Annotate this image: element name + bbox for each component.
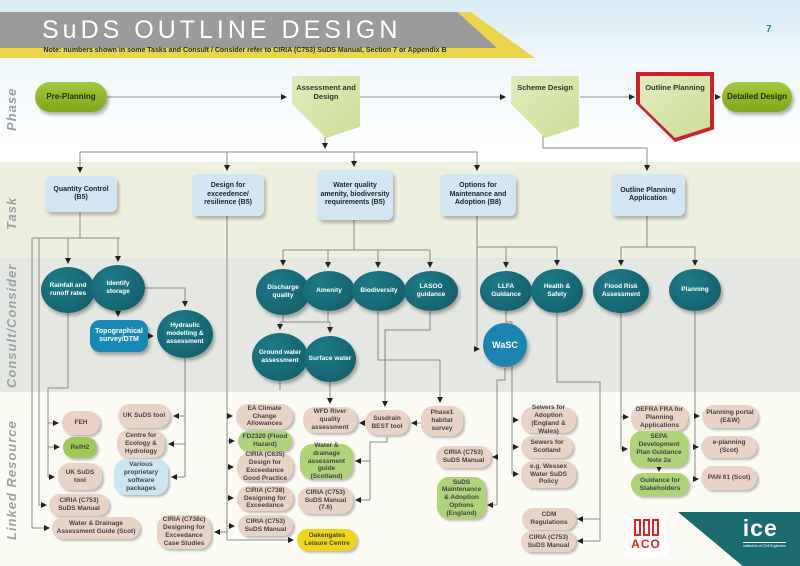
resource-wfd-river-quality: WFD River quality assessment bbox=[303, 407, 357, 433]
phase-pre-planning: Pre-Planning bbox=[35, 82, 107, 112]
header-note: Note: numbers shown in some Tasks and Co… bbox=[43, 47, 447, 54]
consult-hydraulic-modelling: Hydraulic modelling & assessment bbox=[157, 310, 213, 358]
resource-cdm-regulations: CDM Regulations bbox=[522, 508, 576, 530]
ice-logo-subtext: Institution of Civil Engineers bbox=[742, 544, 786, 548]
row-label-task: Task bbox=[4, 196, 19, 230]
resource-water-drainage-scotland: Water & drainage assessment guide (Scotl… bbox=[300, 442, 353, 480]
resource-uk-suds-tool-a: UK SuDS tool bbox=[58, 463, 102, 490]
resource-sewers-for-adoption: Sewers for Adoption (England & Wales) bbox=[521, 404, 576, 435]
resource-suds-maintenance-adoption: SuDS Maintenance & Adoption Options (Eng… bbox=[437, 477, 486, 519]
aco-logo-bars bbox=[633, 519, 659, 536]
consult-wasc: WaSC bbox=[483, 323, 527, 367]
resource-ciria-c753-a: CIRIA (C753) SuDS Manual bbox=[49, 494, 109, 516]
resource-ciria-c635: CIRIA (C635) Design for Exceedance Good … bbox=[237, 451, 293, 482]
phase-scheme-design: Scheme Design bbox=[511, 76, 579, 138]
task-design-exceedence: Design for exceedence/ resilience (B5) bbox=[192, 174, 264, 216]
resource-phase1-habitat-survey: Phase1 habitat survey bbox=[421, 406, 463, 436]
resource-proprietary-software: Various proprietary software packages bbox=[114, 459, 168, 495]
phase-assessment-design: Assessment and Design bbox=[292, 76, 360, 138]
task-outline-planning-application: Outline Planning Application bbox=[611, 174, 685, 216]
page-number: 7 bbox=[766, 24, 772, 35]
phase-outline-planning: Outline Planning bbox=[640, 76, 710, 138]
row-label-consult: Consult/Consider bbox=[4, 263, 19, 388]
resource-sepa-guidance-note-2a: SEPA Development Plan Guidance Note 2a bbox=[630, 431, 688, 467]
consult-surface-water: Surface water bbox=[304, 336, 356, 382]
consult-planning: Planning bbox=[669, 269, 721, 311]
resource-ciria-c753-76: CIRIA (C753) SuDS Manual (7.6) bbox=[298, 487, 353, 514]
resource-defra-fra: DEFRA FRA for Planning Applications bbox=[631, 405, 688, 431]
consult-identify-storage: Identify storage bbox=[91, 265, 145, 311]
resource-ciria-c753-d: CIRIA (C753) SuDS Manual bbox=[521, 531, 576, 552]
consult-lasoo-guidance: LASOO guidance bbox=[404, 271, 458, 311]
resource-refh2: RefH2 bbox=[63, 437, 97, 458]
resource-feh: FEH bbox=[62, 411, 100, 435]
resource-susdrain-best-tool: Susdrain BEST tool bbox=[365, 410, 409, 435]
resource-guidance-for-stakeholders: Guidance for Stakeholders bbox=[631, 473, 689, 496]
resource-ciria-c753-c: CIRIA (C753) SuDS Manual bbox=[436, 446, 491, 468]
page-title: SuDS OUTLINE DESIGN bbox=[42, 16, 402, 44]
resource-e-planning-scot: e-planning (Scot) bbox=[701, 436, 757, 458]
resource-ciria-c738c: CIRIA (C738c) Designing for Exceedance C… bbox=[157, 515, 211, 549]
consult-biodiversity: Biodiversity bbox=[352, 271, 406, 311]
consult-topographical-survey: Topographical survey/DTM bbox=[90, 320, 148, 352]
resource-pan-61-scot: PAN 61 (Scot) bbox=[701, 466, 757, 490]
resource-fd2320: FD2320 (Flood Hazard) bbox=[238, 431, 292, 451]
ice-logo-text: ice bbox=[742, 517, 786, 543]
row-label-linked: Linked Resource bbox=[4, 420, 19, 540]
resource-ciria-c753-b: CIRIA (C753) SuDS Manual bbox=[238, 515, 293, 536]
resource-oakengates-leisure-centre: Oakengates Leisure Centre bbox=[297, 529, 357, 551]
consult-groundwater-assessment: Ground water assessment bbox=[252, 333, 308, 381]
consult-llfa-guidance: LLFA Guidance bbox=[480, 271, 532, 311]
task-maintenance-adoption: Options for Maintenance and Adoption (B8… bbox=[440, 174, 516, 216]
consult-health-safety: Health & Safety bbox=[531, 269, 583, 313]
task-quantity-control: Quantity Control (B5) bbox=[45, 176, 117, 212]
aco-logo: ACO bbox=[625, 514, 667, 556]
phase-detailed-design: Detailed Design bbox=[722, 82, 792, 112]
resource-ciria-c738: CIRIA (C738) Designing for Exceedance bbox=[237, 486, 293, 511]
resource-centre-ecology-hydrology: Centre for Ecology & Hydrology bbox=[117, 430, 165, 458]
consult-amenity: Amenity bbox=[303, 271, 355, 311]
header-banner bbox=[0, 12, 497, 48]
aco-logo-text: ACO bbox=[631, 537, 661, 551]
task-water-quality: Water quality amenity, biodiversity requ… bbox=[317, 170, 393, 220]
resource-water-drainage-scot: Water & Drainage Assessment Guide (Scot) bbox=[52, 517, 140, 539]
resource-uk-suds-tool-b: UK SuDS tool bbox=[118, 404, 170, 428]
consult-flood-risk-assessment: Flood Risk Assessment bbox=[593, 269, 649, 313]
resource-wessex-water-suds-policy: e.g. Wessex Water SuDS Policy bbox=[521, 461, 576, 488]
resource-planning-portal: Planning portal (E&W) bbox=[702, 405, 758, 428]
row-label-phase: Phase bbox=[4, 87, 19, 131]
resource-ea-climate-allowances: EA Climate Change Allowances bbox=[236, 404, 293, 429]
resource-sewers-for-scotland: Sewers for Scotland bbox=[521, 436, 573, 458]
consult-discharge-quality: Discharge quality bbox=[256, 269, 310, 315]
consult-rainfall-runoff: Rainfall and runoff rates bbox=[41, 267, 95, 313]
